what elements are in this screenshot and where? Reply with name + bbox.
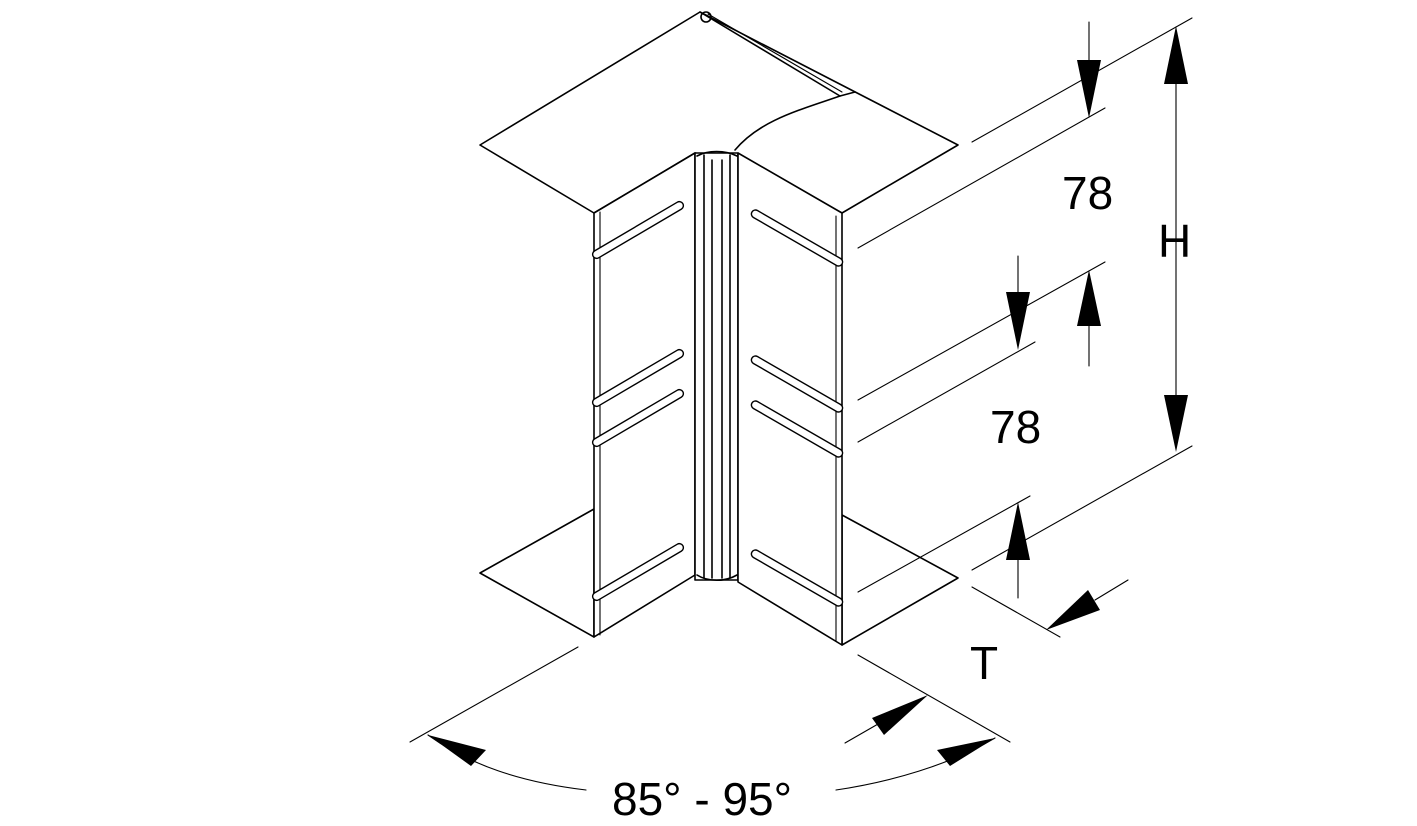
label-middle-78: 78 — [990, 401, 1041, 453]
label-thickness: T — [970, 637, 998, 689]
label-top-78: 78 — [1062, 167, 1113, 219]
corner-seam — [694, 150, 739, 582]
bottom-flange-left — [479, 508, 595, 638]
dimension-top-78 — [857, 17, 1193, 249]
bottom-flange-right — [841, 514, 959, 646]
slots-right-wall — [750, 209, 844, 607]
dimension-middle-78 — [857, 255, 1106, 443]
label-height: H — [1158, 215, 1191, 267]
side-wall-right — [737, 152, 843, 646]
label-angle: 85° - 95° — [612, 773, 792, 825]
dimension-bottom-base — [857, 495, 1031, 599]
dimension-angle — [409, 646, 1011, 791]
slots-left-wall — [591, 200, 685, 602]
dimension-height — [971, 26, 1193, 571]
dimension-thickness — [971, 579, 1129, 638]
